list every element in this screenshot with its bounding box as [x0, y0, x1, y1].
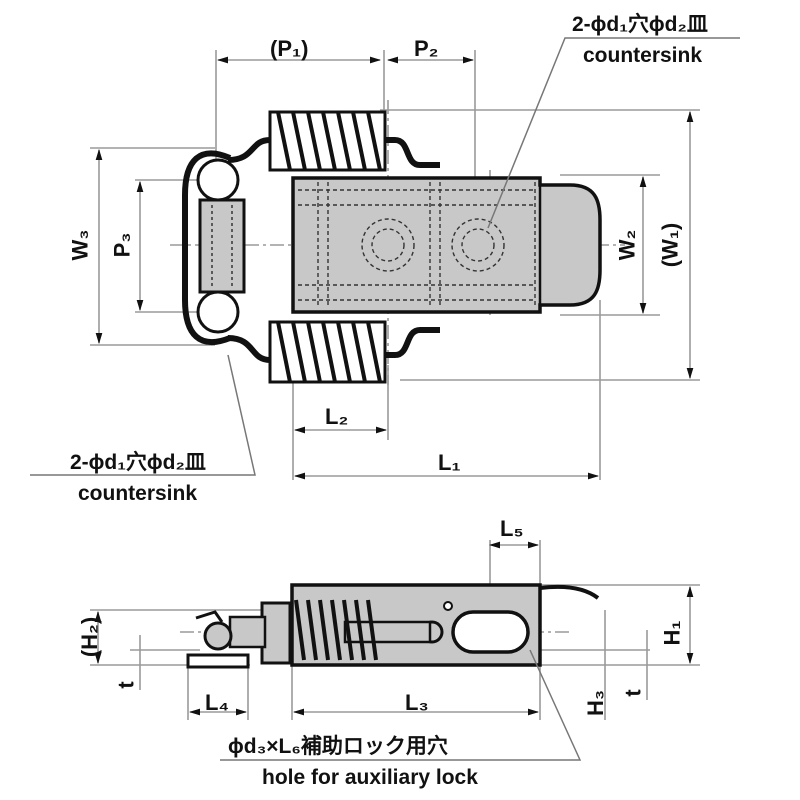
- dim-p2: P₂: [414, 36, 439, 61]
- callout-top-jp: 2-ϕd₁穴ϕd₂皿: [572, 13, 708, 36]
- dim-l5: L₅: [500, 516, 524, 541]
- callout-top-en: countersink: [583, 44, 703, 67]
- dim-l4: L₄: [205, 690, 229, 715]
- dim-l3: L₃: [405, 690, 429, 715]
- callout-bottom-en: hole for auxiliary lock: [262, 766, 478, 789]
- dim-h2: (H₂): [77, 616, 103, 658]
- dim-l2: L₂: [325, 404, 349, 429]
- dim-t-left: t: [113, 681, 139, 689]
- dim-t-right: t: [620, 689, 646, 697]
- dim-l1: L₁: [438, 450, 461, 475]
- dim-h3: H₃: [583, 689, 609, 717]
- dim-w2: W₂: [614, 229, 640, 261]
- top-view: [30, 37, 740, 480]
- dim-w3: W₃: [67, 229, 93, 261]
- callout-left-jp: 2-ϕd₁穴ϕd₂皿: [70, 451, 206, 474]
- dim-p3: P₃: [109, 232, 135, 258]
- callout-bottom-jp: ϕd₃×L₆補助ロック用穴: [228, 735, 448, 758]
- dim-h1: H₁: [659, 620, 685, 646]
- dim-p1: (P₁): [270, 36, 309, 61]
- dim-w1: (W₁): [657, 222, 683, 268]
- callout-left-en: countersink: [78, 482, 198, 505]
- side-view: [90, 540, 700, 761]
